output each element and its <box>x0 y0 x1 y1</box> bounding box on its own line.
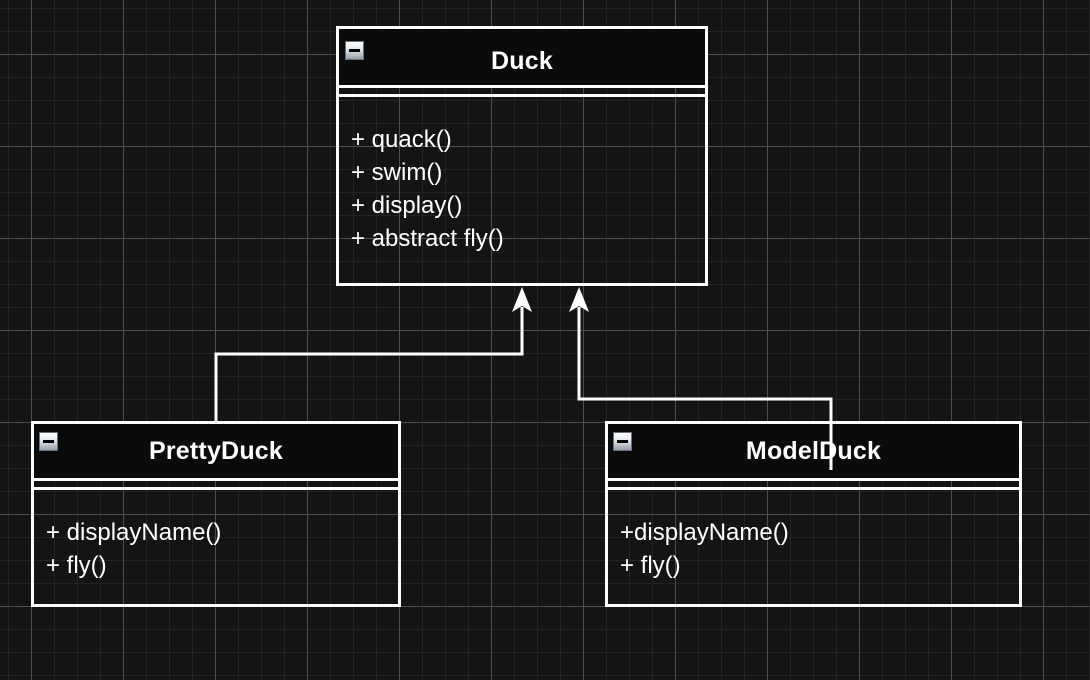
class-box-modelduck[interactable]: ModelDuck +displayName() + fly() <box>605 421 1022 607</box>
class-box-duck[interactable]: Duck + quack() + swim() + display() + ab… <box>336 26 708 286</box>
method-item[interactable]: + display() <box>351 192 463 219</box>
method-item[interactable]: + quack() <box>351 126 452 153</box>
section-divider <box>34 487 398 490</box>
modelduck-extends-duck-arrowhead-icon[interactable] <box>569 287 589 312</box>
class-title: Duck <box>491 47 553 75</box>
section-divider <box>608 487 1019 490</box>
modelduck-extends-duck[interactable] <box>577 307 833 470</box>
method-item[interactable]: + swim() <box>351 159 443 186</box>
class-header: Duck <box>339 29 705 88</box>
section-divider <box>339 94 705 97</box>
method-item[interactable]: + abstract fly() <box>351 225 504 252</box>
class-box-prettyduck[interactable]: PrettyDuck + displayName() + fly() <box>31 421 401 607</box>
prettyduck-extends-duck[interactable] <box>214 307 524 421</box>
minus-icon <box>617 440 628 443</box>
methods-section: + displayName() + fly() <box>34 490 398 582</box>
collapse-button[interactable] <box>39 432 58 451</box>
class-header: ModelDuck <box>608 424 1019 481</box>
method-item[interactable]: + fly() <box>620 552 681 579</box>
method-item[interactable]: + fly() <box>46 552 107 579</box>
method-item[interactable]: + displayName() <box>46 519 222 546</box>
methods-section: +displayName() + fly() <box>608 490 1019 582</box>
minus-icon <box>43 440 54 443</box>
methods-section: + quack() + swim() + display() + abstrac… <box>339 97 705 255</box>
collapse-button[interactable] <box>345 41 364 60</box>
class-header: PrettyDuck <box>34 424 398 481</box>
prettyduck-extends-duck-arrowhead-icon[interactable] <box>512 287 532 312</box>
class-title: ModelDuck <box>745 436 882 465</box>
collapse-button[interactable] <box>613 432 632 451</box>
minus-icon <box>349 49 360 52</box>
method-item[interactable]: +displayName() <box>620 519 789 546</box>
class-title: PrettyDuck <box>149 436 283 465</box>
